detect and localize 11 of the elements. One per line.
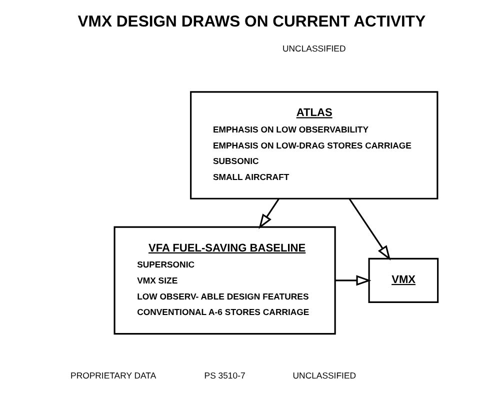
- arrow: [348, 198, 390, 260]
- arrow: [258, 198, 279, 229]
- diagram-title: VMX DESIGN DRAWS ON CURRENT ACTIVITY: [77, 13, 426, 30]
- arrow: [334, 275, 371, 286]
- label: PROPRIETARY DATA: [70, 370, 156, 381]
- label: UNCLASSIFIED: [292, 370, 356, 381]
- label: UNCLASSIFIED: [282, 43, 346, 54]
- node-box: ATLAS EMPHASIS ON LOW OBSERVABILITY EMPHASIS ON LOW-DRAG STORES CARRIAGE SUBSONIC SMALL AIRCRAFT: [190, 91, 438, 200]
- label: PS 3510-7: [204, 370, 245, 381]
- node-box: VMX: [368, 258, 438, 303]
- node-box: VFA FUEL-SAVING BASELINE SUPERSONIC VMX SIZE LOW OBSERV- ABLE DESIGN FEATURES CONVENTIONAL A-6 STORES CARRIAGE: [113, 226, 336, 335]
